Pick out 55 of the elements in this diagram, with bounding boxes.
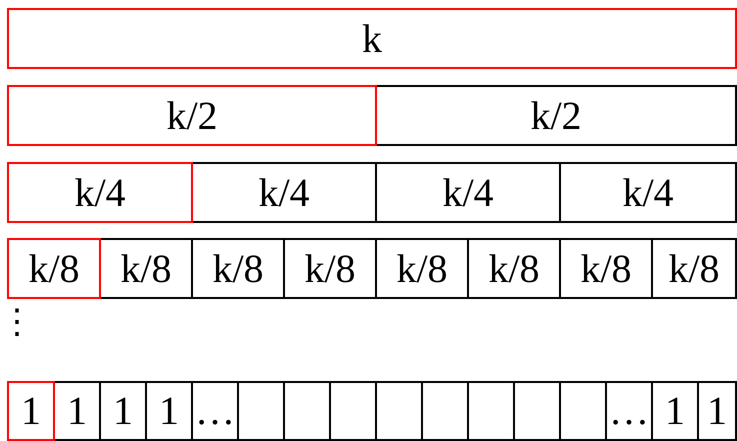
size-label: k/8: [396, 248, 448, 288]
cell: [191, 381, 239, 441]
size-label: 1: [665, 391, 685, 431]
size-label: k: [362, 18, 382, 58]
empty-cell: [329, 381, 377, 441]
size-label: k/8: [212, 248, 264, 288]
cell: [375, 85, 737, 146]
size-label: k/8: [28, 248, 80, 288]
cell: [651, 381, 699, 441]
size-label: …: [195, 391, 235, 431]
cell: [375, 238, 469, 299]
size-label: k/8: [304, 248, 356, 288]
size-label: k/8: [488, 248, 540, 288]
empty-cell: [283, 381, 331, 441]
cell: [283, 238, 377, 299]
cell: [605, 381, 653, 441]
size-label: k/4: [258, 172, 310, 212]
empty-cell: [513, 381, 561, 441]
size-label: k/4: [74, 172, 126, 212]
size-label: k/8: [580, 248, 632, 288]
cell: [7, 85, 377, 146]
cell: [375, 162, 561, 223]
cell: [99, 238, 193, 299]
size-label: 1: [159, 391, 179, 431]
size-label: 1: [113, 391, 133, 431]
cell: [697, 381, 737, 441]
cell: [7, 381, 55, 441]
size-label: k/2: [166, 96, 218, 136]
size-label: k/4: [622, 172, 674, 212]
size-label: 1: [21, 391, 41, 431]
empty-cell: [237, 381, 285, 441]
cell: [7, 162, 193, 223]
vertical-ellipsis: ⋮: [0, 305, 34, 339]
empty-cell: [375, 381, 423, 441]
cell: [7, 8, 737, 69]
cell: [651, 238, 737, 299]
size-label: k/8: [120, 248, 172, 288]
size-label: k/2: [530, 96, 582, 136]
empty-cell: [467, 381, 515, 441]
cell: [145, 381, 193, 441]
cell: [7, 238, 101, 299]
size-label: k/4: [442, 172, 494, 212]
cell: [559, 162, 737, 223]
cell: [191, 162, 377, 223]
size-label: k/8: [668, 248, 720, 288]
cell: [467, 238, 561, 299]
empty-cell: [559, 381, 607, 441]
size-label: …: [609, 391, 649, 431]
cell: [99, 381, 147, 441]
cell: [53, 381, 101, 441]
empty-cell: [421, 381, 469, 441]
cell: [191, 238, 285, 299]
cell: [559, 238, 653, 299]
size-label: 1: [67, 391, 87, 431]
size-label: 1: [707, 391, 727, 431]
